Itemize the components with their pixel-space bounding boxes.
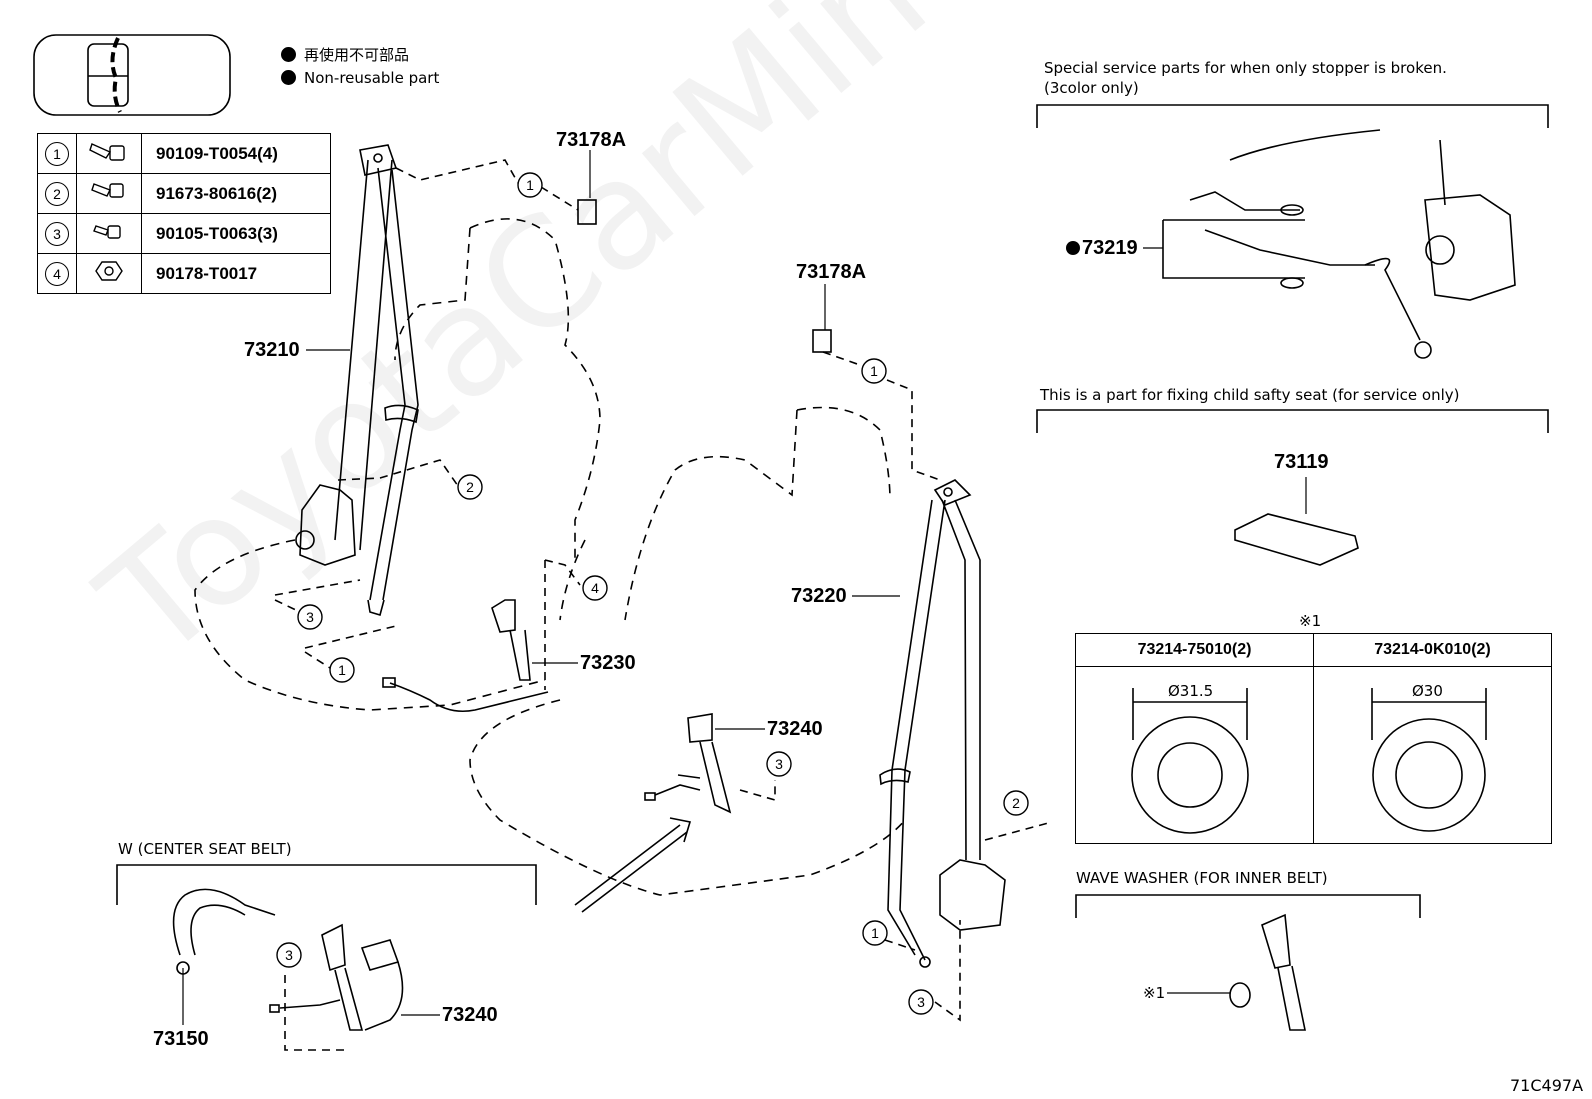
callout-73220: 73220 bbox=[791, 585, 847, 607]
fastener-row: 2 91673-80616(2) bbox=[37, 173, 331, 214]
circle-callout-numbers: 1 2 3 1 4 1 3 2 1 3 3 bbox=[285, 177, 1020, 1010]
child-seat-bracket bbox=[1036, 409, 1549, 433]
washer-body-row bbox=[1075, 666, 1552, 844]
fastener-row: 3 90105-T0063(3) bbox=[37, 213, 331, 254]
non-reusable-dot-icon bbox=[281, 70, 296, 85]
wave-washer-title: WAVE WASHER (FOR INNER BELT) bbox=[1076, 869, 1328, 887]
special-service-note: Special service parts for when only stop… bbox=[1044, 59, 1447, 77]
diagram-id: 71C497A bbox=[1510, 1076, 1584, 1095]
svg-text:1: 1 bbox=[526, 177, 534, 193]
washer-table: 73214-75010(2) 73214-0K010(2) bbox=[1075, 633, 1552, 844]
bolt-icon bbox=[93, 225, 121, 239]
callout-73119: 73119 bbox=[1274, 451, 1329, 473]
washer-cell bbox=[1075, 666, 1314, 844]
special-service-bracket bbox=[1036, 104, 1549, 128]
left-seat-outline bbox=[194, 218, 601, 711]
circle-callouts bbox=[276, 172, 1029, 1015]
callout-73210: 73210 bbox=[244, 339, 300, 361]
stopper-73219-detail bbox=[1162, 129, 1516, 359]
fastener-number: 2 bbox=[45, 181, 69, 206]
child-seat-note: This is a part for fixing child safty se… bbox=[1040, 386, 1460, 404]
nut-icon bbox=[95, 261, 123, 281]
svg-text:1: 1 bbox=[871, 925, 879, 941]
washer-header-row: 73214-75010(2) 73214-0K010(2) bbox=[1075, 633, 1552, 667]
callout-73230: 73230 bbox=[580, 652, 636, 674]
washer-part-number: 73214-75010(2) bbox=[1075, 633, 1314, 667]
vehicle-location-icon bbox=[33, 34, 231, 116]
clip-73178a-left bbox=[577, 199, 597, 225]
special-service-subnote: (3color only) bbox=[1044, 79, 1139, 97]
asterisk-marker: ※1 bbox=[1143, 984, 1166, 1002]
fastener-part-number: 91673-80616(2) bbox=[141, 173, 331, 214]
washer-part-number: 73214-0K010(2) bbox=[1313, 633, 1552, 667]
svg-text:3: 3 bbox=[306, 609, 314, 625]
fastener-part-number: 90178-T0017 bbox=[141, 253, 331, 294]
fastener-row: 4 90178-T0017 bbox=[37, 253, 331, 294]
belt-73220 bbox=[879, 479, 1006, 968]
fastener-part-number: 90109-T0054(4) bbox=[141, 133, 331, 174]
plate-73119 bbox=[1234, 513, 1359, 566]
fastener-part-number: 90105-T0063(3) bbox=[141, 213, 331, 254]
clip-73178a-right bbox=[812, 329, 832, 353]
svg-text:3: 3 bbox=[775, 756, 783, 772]
buckle-73230 bbox=[382, 599, 549, 713]
svg-text:1: 1 bbox=[338, 662, 346, 678]
washer-diameter: Ø30 bbox=[1412, 682, 1443, 700]
asterisk-note: ※1 bbox=[1299, 612, 1322, 630]
fastener-table: 1 90109-T0054(4) 2 91673-80616(2) 3 9010… bbox=[37, 133, 331, 294]
washer-cell bbox=[1313, 666, 1552, 844]
svg-text:1: 1 bbox=[870, 363, 878, 379]
callout-73178a-left: 73178A bbox=[556, 129, 627, 151]
callout-73219: 73219 bbox=[1066, 238, 1138, 258]
washer-diameter: Ø31.5 bbox=[1168, 682, 1214, 700]
inner-belt-with-washer bbox=[1229, 913, 1306, 1031]
svg-text:3: 3 bbox=[285, 947, 293, 963]
flange-bolt-icon bbox=[91, 183, 124, 198]
callout-73150: 73150 bbox=[153, 1028, 209, 1050]
center-belt-bracket bbox=[116, 864, 537, 905]
right-seat-outline bbox=[469, 406, 906, 896]
flange-bolt-icon bbox=[89, 143, 125, 161]
callout-73240-low: 73240 bbox=[442, 1004, 498, 1026]
fastener-number: 4 bbox=[45, 261, 69, 286]
legend-non-reusable-jp: 再使用不可部品 bbox=[281, 44, 409, 65]
non-reusable-dot-icon bbox=[1066, 241, 1080, 255]
callout-leaders bbox=[182, 150, 1307, 1025]
wave-washer-bracket bbox=[1075, 894, 1421, 918]
center-seat-belt-title: W (CENTER SEAT BELT) bbox=[118, 840, 292, 858]
buckle-73240-mid bbox=[644, 713, 732, 814]
svg-text:4: 4 bbox=[591, 580, 599, 596]
direction-arrow bbox=[574, 817, 692, 913]
non-reusable-dot-icon bbox=[281, 47, 296, 62]
callout-73178a-right: 73178A bbox=[796, 261, 867, 283]
svg-text:2: 2 bbox=[466, 479, 474, 495]
svg-text:3: 3 bbox=[917, 994, 925, 1010]
center-seat-belt-parts bbox=[172, 888, 404, 1031]
fastener-number: 1 bbox=[45, 141, 69, 166]
fastener-number: 3 bbox=[45, 221, 69, 246]
legend-non-reusable-en: Non-reusable part bbox=[281, 69, 439, 87]
callout-73240-mid: 73240 bbox=[767, 718, 823, 740]
svg-text:2: 2 bbox=[1012, 795, 1020, 811]
fastener-row: 1 90109-T0054(4) bbox=[37, 133, 331, 174]
fastener-leaders bbox=[274, 159, 1053, 1051]
